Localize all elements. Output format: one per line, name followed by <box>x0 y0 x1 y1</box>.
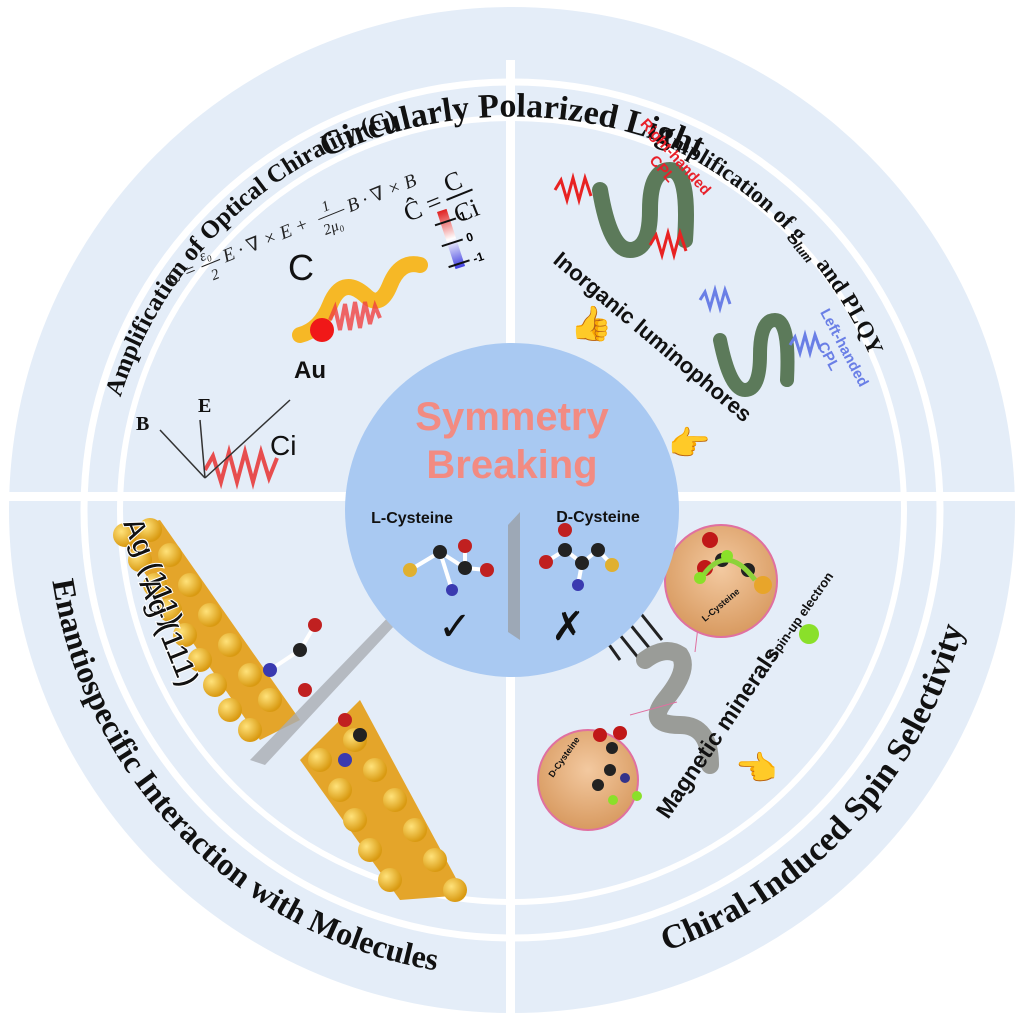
d-cysteine-inset-molecule <box>592 726 642 805</box>
mineral-helix <box>636 642 719 774</box>
cross-mark-icon: ✗ <box>551 604 585 650</box>
l-cysteine-inset <box>664 524 778 638</box>
ag-surface-lower <box>300 700 467 902</box>
center-circle <box>345 343 679 677</box>
pointing-hand-icon-2: 👈 <box>735 749 777 789</box>
gold-helix <box>292 256 428 343</box>
enantiospecific-panel: Ag (111) Ag (111) <box>113 512 467 902</box>
label-ci: Ci <box>270 430 296 461</box>
d-cysteine-label: D-Cysteine <box>556 509 640 526</box>
incident-wave <box>203 444 279 490</box>
label-c: C <box>288 247 314 288</box>
blue-wave-1 <box>698 284 732 314</box>
mirror-plane <box>250 610 395 765</box>
amplified-wave <box>328 299 382 331</box>
label-e: E <box>198 395 211 417</box>
red-wave-2 <box>648 227 688 261</box>
hotspot <box>310 318 334 342</box>
svg-text:0: 0 <box>464 229 475 244</box>
label-au: Au <box>294 357 326 384</box>
thumbs-up-icon: 👍 <box>570 304 612 344</box>
red-wave-1 <box>553 172 593 206</box>
connector-bottom <box>629 701 678 716</box>
d-cysteine-molecule <box>539 523 619 591</box>
divider-vertical-bottom <box>506 600 515 1020</box>
center-title-line1: Symmetry <box>415 395 609 439</box>
label-b: B <box>136 413 149 435</box>
ag-surface-upper <box>113 518 300 742</box>
green-helix-top <box>592 161 694 259</box>
svg-text:ε₀: ε₀ <box>197 246 213 265</box>
svg-text:2μ₀: 2μ₀ <box>321 216 346 238</box>
spin-up-electron-icon <box>799 624 819 644</box>
molecule-bottom-left <box>263 618 367 767</box>
ciss-panel: B L-Cysteine Spin-up electron D-Cysteine… <box>537 524 836 831</box>
field-axes <box>159 399 291 479</box>
check-mark-icon: ✓ <box>438 604 472 650</box>
l-cysteine-molecule <box>403 539 494 596</box>
green-helix-bottom <box>713 312 795 398</box>
divider-vertical-top <box>506 60 515 460</box>
l-cysteine-inset-molecule <box>694 532 772 594</box>
center-mirror <box>508 512 520 640</box>
colorbar: 1 0 -1 <box>434 208 486 270</box>
center-title-line2: Breaking <box>426 443 597 487</box>
pointing-hand-icon: 👉 <box>668 424 710 464</box>
l-cysteine-label: L-Cysteine <box>371 510 453 527</box>
svg-text:-1: -1 <box>471 249 486 266</box>
svg-text:1: 1 <box>458 208 469 223</box>
blue-wave-2 <box>788 329 822 359</box>
